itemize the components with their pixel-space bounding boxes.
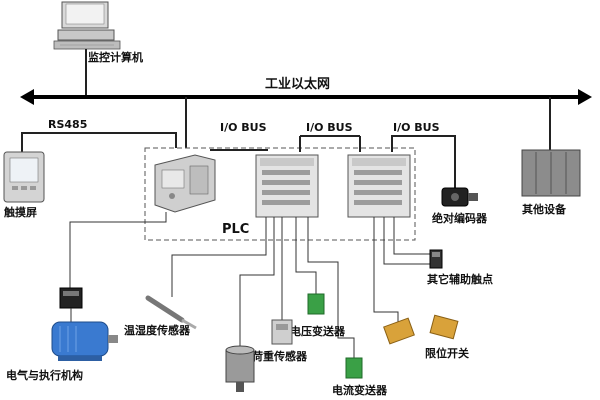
motor-actuator-label: 电气与执行机构 bbox=[6, 368, 83, 382]
temp-humidity-sensor-icon bbox=[145, 295, 197, 330]
wire-aux-contact-2 bbox=[393, 217, 430, 255]
motor-icon bbox=[51, 321, 118, 361]
current-tx-label: 电流变送器 bbox=[332, 383, 388, 397]
encoder-icon bbox=[441, 187, 478, 207]
aux-contact-label: 其它辅助触点 bbox=[427, 272, 493, 286]
contactor-icon bbox=[59, 287, 83, 309]
wire-load-cell bbox=[239, 217, 275, 350]
io-bus-label-1: I/O BUS bbox=[220, 121, 267, 134]
limit-switch-label: 限位开关 bbox=[425, 346, 469, 360]
wire-current-tx bbox=[307, 217, 355, 358]
wire-contactor bbox=[69, 212, 167, 288]
load-sensor-icon bbox=[271, 319, 293, 345]
wire-voltage-tx bbox=[295, 217, 317, 294]
io-bus-line-3 bbox=[391, 135, 456, 188]
abs-encoder-label: 绝对编码器 bbox=[432, 211, 488, 225]
rs485-label: RS485 bbox=[48, 118, 87, 131]
cabinet-icon bbox=[521, 149, 581, 197]
rs485-link bbox=[21, 132, 177, 152]
wire-limit-switch bbox=[373, 217, 399, 322]
io-bus-label-2: I/O BUS bbox=[306, 121, 353, 134]
load-cell-icon bbox=[225, 345, 255, 392]
plc-enclosure bbox=[144, 147, 416, 241]
voltage-transmitter-icon bbox=[307, 293, 325, 315]
io-bus-label-3: I/O BUS bbox=[393, 121, 440, 134]
monitor-pc-label: 监控计算机 bbox=[88, 50, 143, 64]
ethernet-label: 工业以太网 bbox=[265, 76, 330, 92]
touchscreen-icon bbox=[3, 151, 45, 203]
bus-left-arrow bbox=[20, 89, 34, 105]
limit-switch-icon bbox=[383, 314, 459, 345]
other-device-label: 其他设备 bbox=[522, 202, 567, 216]
voltage-tx-label: 电压变送器 bbox=[290, 324, 346, 338]
aux-contact-icon bbox=[429, 249, 443, 269]
temp-humidity-label: 温湿度传感器 bbox=[124, 323, 191, 337]
current-transmitter-icon bbox=[345, 357, 363, 379]
io-module-icon-2 bbox=[347, 154, 411, 218]
plc-cpu-icon bbox=[154, 154, 216, 213]
io-module-icon-1 bbox=[255, 154, 319, 218]
wire-aux-contact bbox=[383, 217, 430, 265]
monitor-computer-icon bbox=[53, 1, 121, 50]
wire-temp-sensor bbox=[171, 217, 267, 297]
touchscreen-label: 触摸屏 bbox=[3, 205, 37, 219]
load-sensor-label: 荷重传感器 bbox=[251, 349, 308, 363]
plc-label: PLC bbox=[222, 222, 249, 237]
bus-right-arrow bbox=[578, 89, 592, 105]
